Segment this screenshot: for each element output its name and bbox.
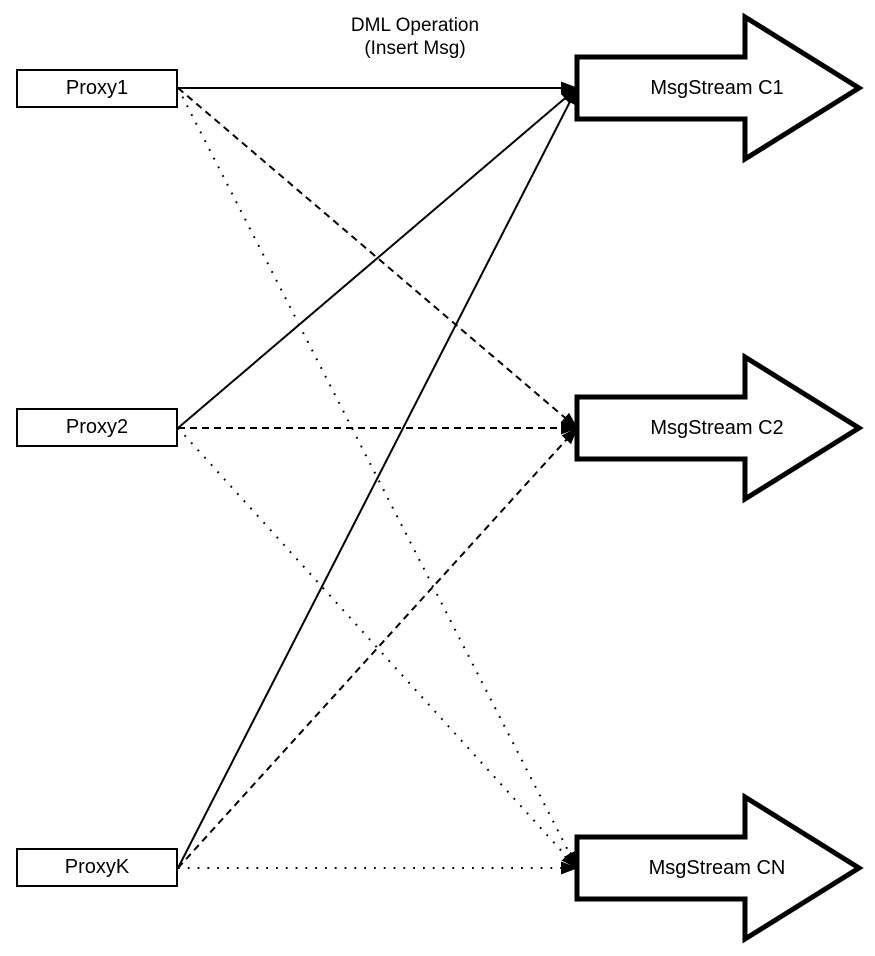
connector-proxy1-to-msgstream-c2 (177, 87, 578, 429)
dml-operation-line1: DML Operation (350, 15, 480, 36)
msgstream-c1-node (574, 12, 864, 164)
msgstream-c2-node (574, 352, 864, 504)
proxy2-label: Proxy2 (65, 416, 129, 438)
proxyk-node: ProxyK (16, 848, 178, 887)
connector-lines (177, 81, 578, 875)
proxyk-label: ProxyK (64, 856, 130, 878)
connector-proxyk-to-msgstream-c1 (177, 87, 578, 869)
msgstream-arrows (574, 12, 864, 944)
msgstream-cn-node (574, 792, 864, 944)
proxy2-node: Proxy2 (16, 408, 178, 447)
dml-operation-line2: (Insert Msg) (364, 38, 466, 59)
msgstream-cn-label: MsgStream CN (648, 857, 786, 879)
connector-proxyk-to-msgstream-c2 (177, 427, 578, 869)
connector-proxy2-to-msgstream-cn (177, 427, 578, 869)
msgstream-c2-label: MsgStream C2 (650, 417, 784, 439)
connector-proxy2-to-msgstream-c1 (177, 87, 578, 429)
msgstream-c1-label: MsgStream C1 (650, 77, 784, 99)
dml-operation-annotation: DML Operation (Insert Msg) (305, 14, 525, 60)
proxy1-label: Proxy1 (65, 77, 129, 99)
proxy1-node: Proxy1 (16, 69, 178, 108)
